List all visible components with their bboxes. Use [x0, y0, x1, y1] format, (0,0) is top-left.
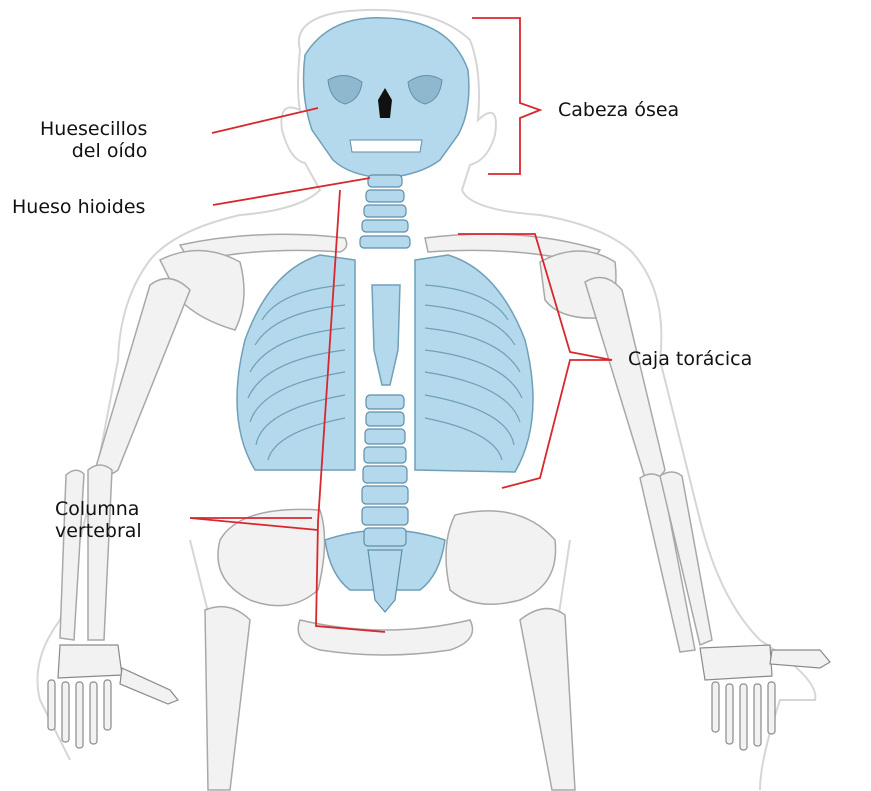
label-ribcage: Caja torácica: [628, 348, 752, 370]
vertebral-column: [360, 175, 410, 612]
skull-bracket: [472, 18, 540, 174]
label-ossicles-line1: Huesecillos: [40, 118, 147, 140]
label-column-line1: Columna: [55, 498, 142, 520]
sternum: [372, 285, 400, 385]
right-hand: [700, 645, 830, 750]
left-hand: [48, 645, 178, 748]
ossicles-pointer: [212, 108, 318, 133]
label-column: Columna vertebral: [55, 498, 142, 542]
label-ossicles-line2: del oído: [40, 140, 147, 162]
label-hyoid: Hueso hioides: [12, 196, 145, 218]
label-column-line2: vertebral: [55, 520, 142, 542]
label-skull: Cabeza ósea: [558, 99, 679, 121]
rib-cage: [237, 255, 355, 470]
label-ossicles: Huesecillos del oído: [40, 118, 147, 162]
hyoid-pointer: [213, 178, 370, 205]
